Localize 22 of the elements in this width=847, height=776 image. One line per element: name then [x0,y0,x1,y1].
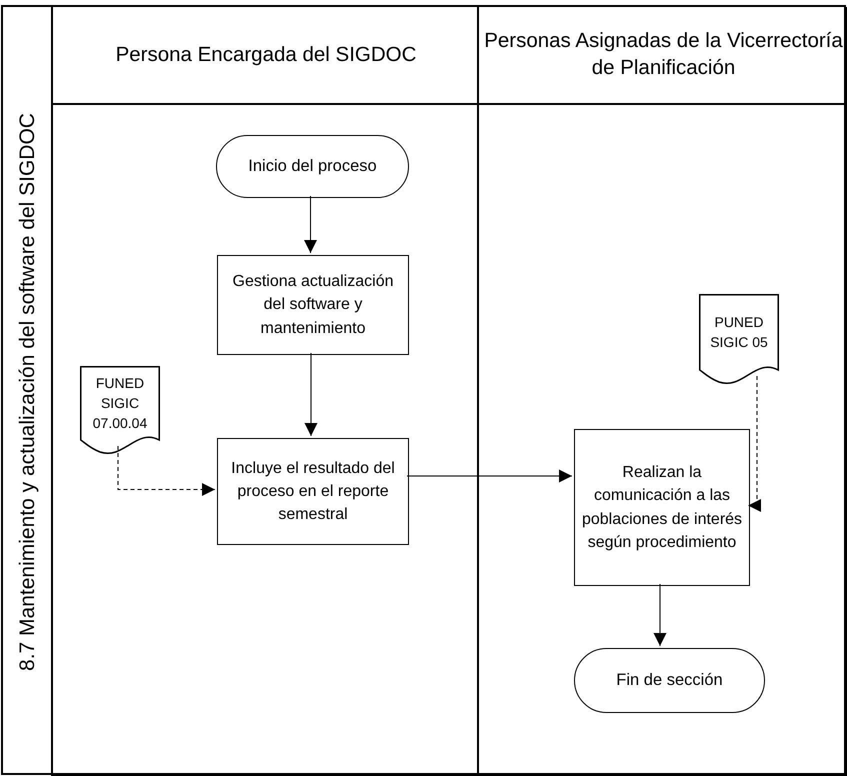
terminator-label: Fin de sección [615,670,724,691]
dashed-arrow [118,446,216,496]
process-label: Realizan la comunicación a las poblaciones de interés según procedimiento [580,463,744,553]
lane-header: Persona Encargada del SIGDOC [114,42,418,68]
process-label: Incluye el resultado del proceso en el reporte semestral [230,458,396,526]
process-label: Gestiona actualización del software y mantenimiento [232,272,394,339]
swimlane [479,7,847,776]
process-box [574,429,750,586]
swimlane [53,7,479,776]
document-label: FUNED SIGIC 07.00.04 [92,374,148,434]
pool-title: 8.7 Mantenimiento y actualización del software del SIGDOC [15,112,40,673]
arrow [304,352,318,436]
lane-header: Personas Asignadas de la Vicerrectoría de Planificación [483,28,844,81]
process-box [217,438,409,545]
document-label: PUNED SIGIC 05 [709,312,769,352]
arrow [654,584,666,646]
dashed-arrow [748,376,761,512]
arrow [406,470,572,482]
terminator-label: Inicio del proceso [247,156,378,177]
process-box [217,255,409,355]
pool-frame [1,5,846,775]
arrow [304,196,317,254]
